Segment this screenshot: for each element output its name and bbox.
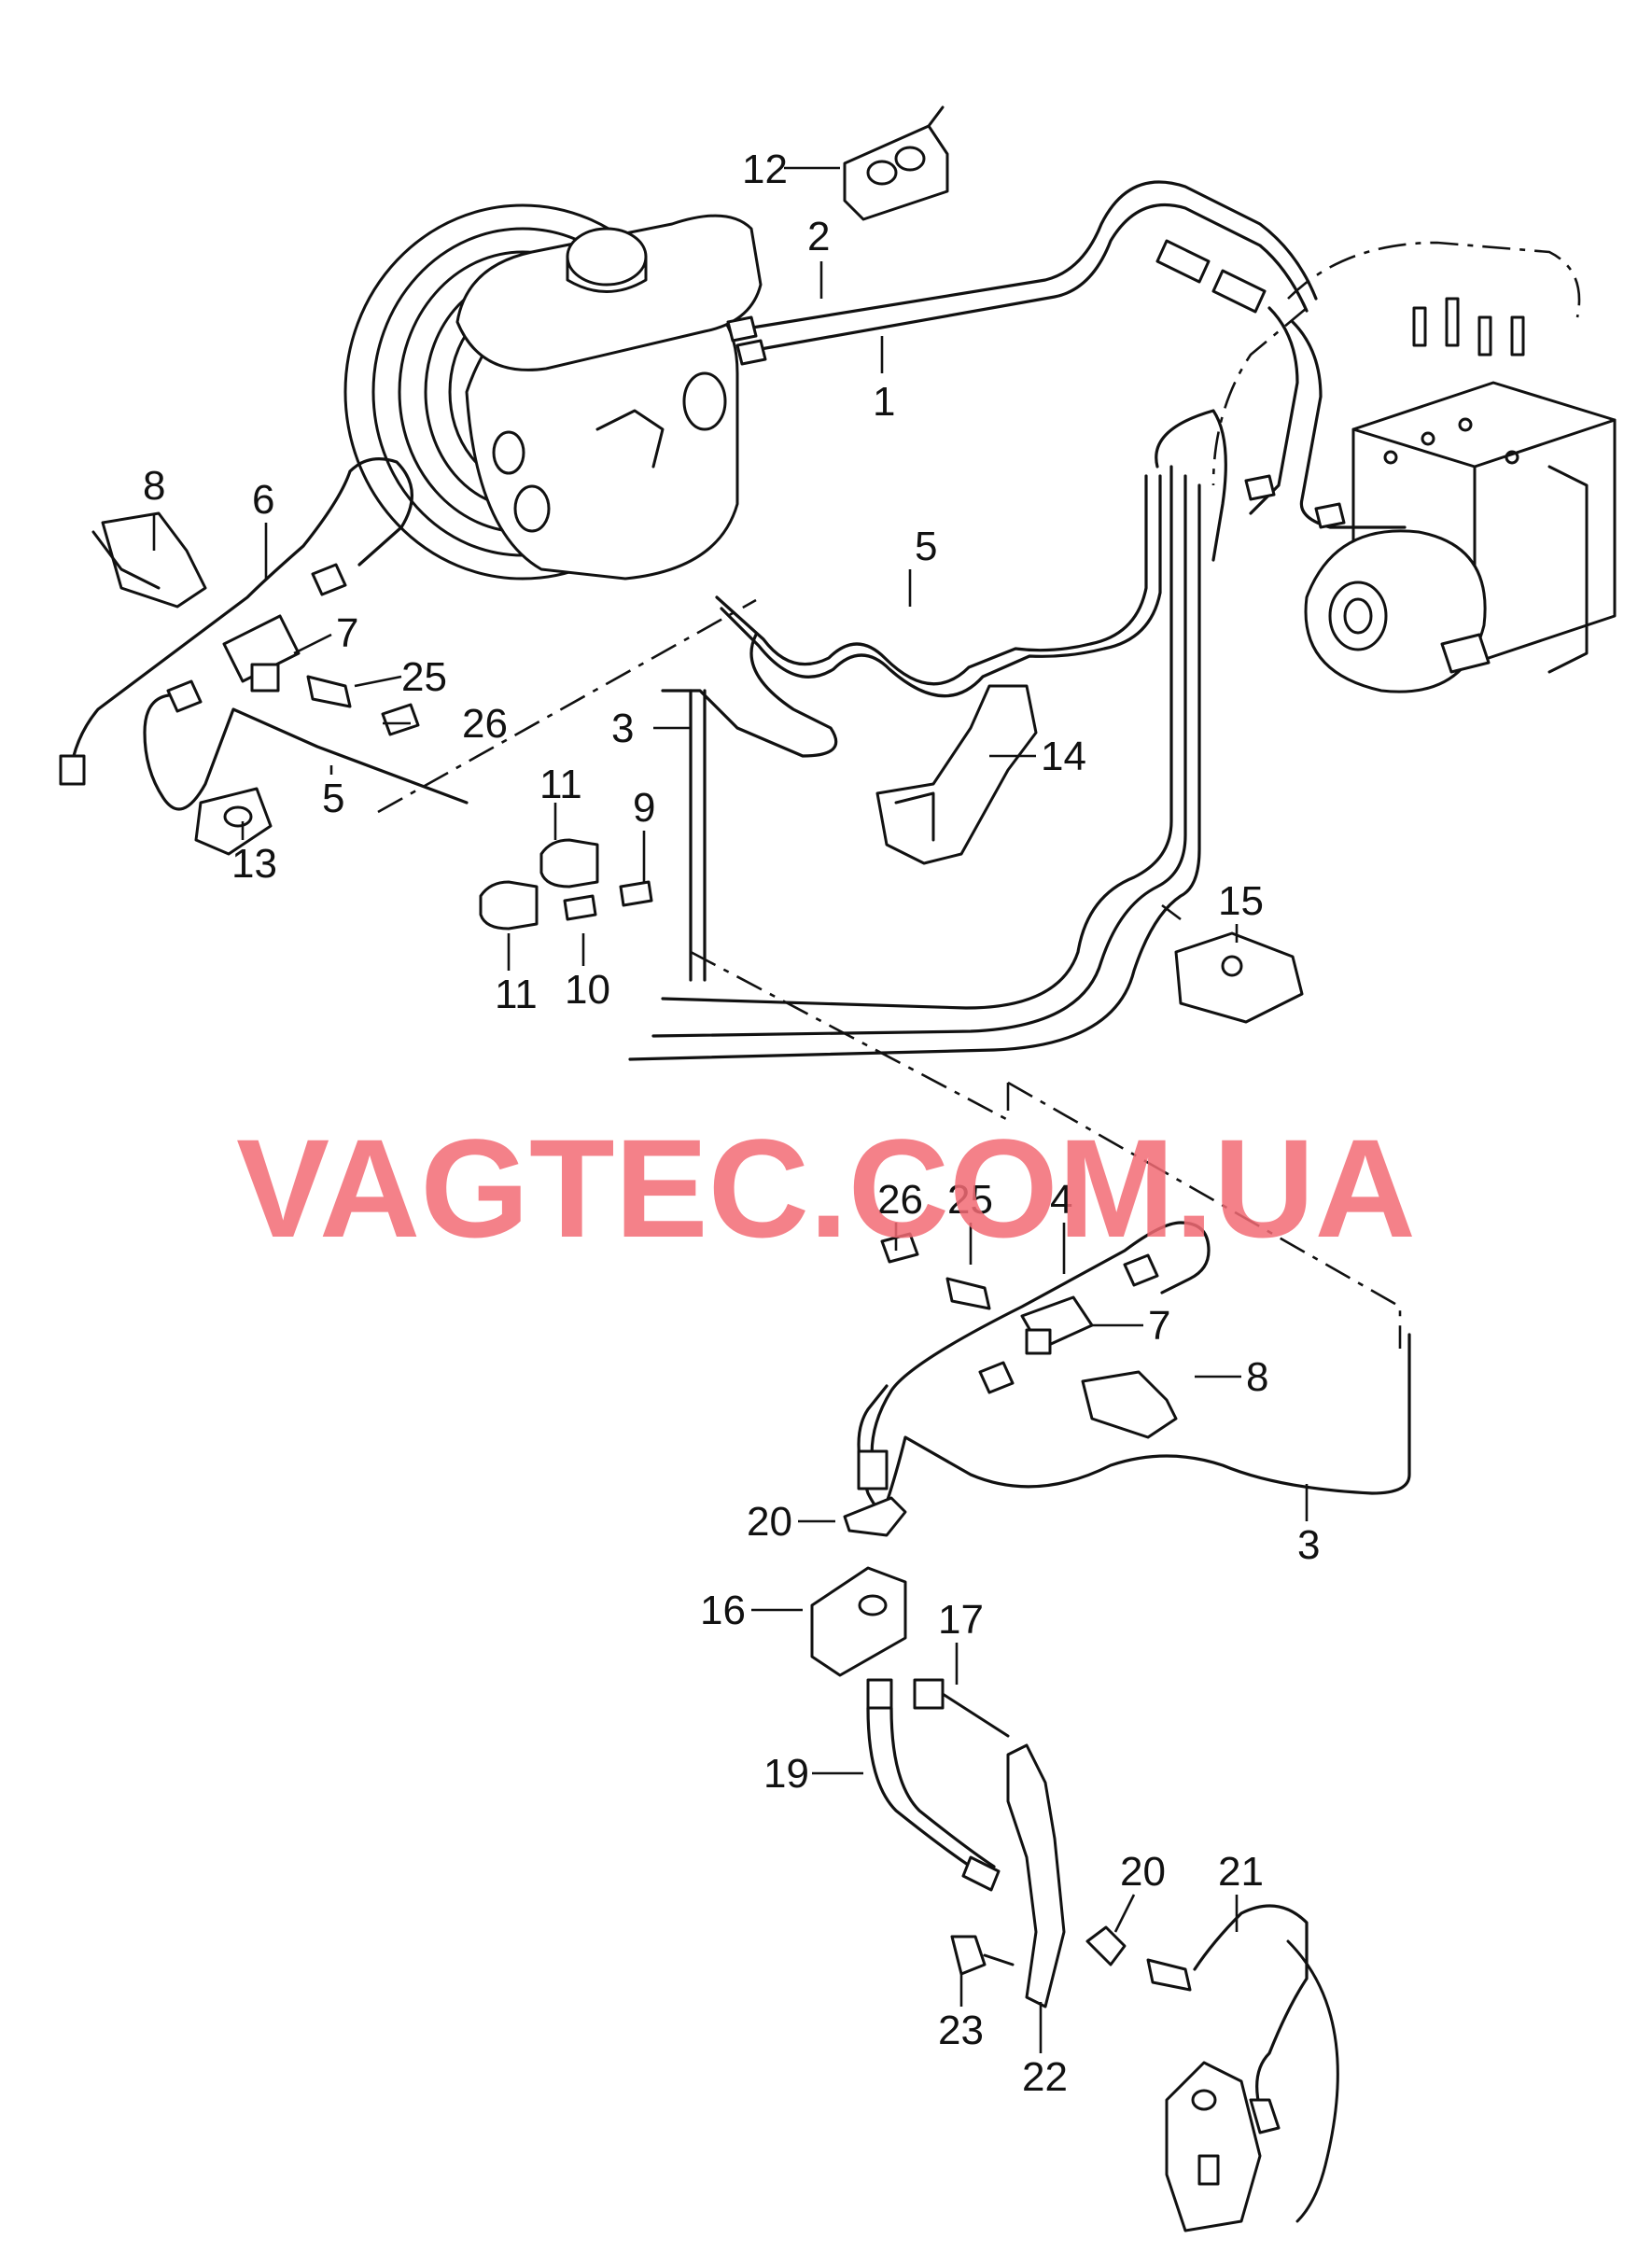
callout-19: 19 (763, 1751, 809, 1797)
callout-17: 17 (938, 1597, 984, 1643)
callout-7-upper: 7 (336, 610, 358, 656)
callout-26-upper: 26 (462, 701, 508, 747)
pipe-connector-sleeves (1155, 239, 1267, 314)
callout-25-lower: 25 (947, 1177, 993, 1223)
callout-23: 23 (938, 2008, 984, 2053)
pipe-unions-upper (563, 315, 1346, 921)
callout-7-lower: 7 (1148, 1303, 1170, 1349)
abs-hydraulic-unit (1211, 241, 1617, 693)
callout-5-left: 5 (322, 776, 344, 821)
callout-25-upper: 25 (401, 654, 447, 700)
callout-3-upper: 3 (611, 706, 634, 751)
callout-labels: 12 2 1 8 6 7 25 26 5 5 13 3 14 11 9 11 1… (143, 147, 1320, 2100)
callout-14: 14 (1041, 734, 1086, 779)
brake-booster-assembly (343, 203, 763, 581)
assembly-dashed-lines (377, 598, 1402, 1349)
callout-13: 13 (231, 841, 277, 887)
callout-16: 16 (700, 1588, 746, 1633)
lower-assembly (810, 1496, 1339, 2232)
callout-11-lower: 11 (495, 972, 538, 1017)
adapter-fittings (479, 838, 599, 931)
callout-22: 22 (1022, 2054, 1068, 2100)
callout-11-upper: 11 (539, 762, 582, 807)
pipe-holder-14 (875, 684, 1038, 865)
pipe-clip-15 (1174, 931, 1304, 1024)
callout-3-lower: 3 (1297, 1522, 1320, 1568)
leader-lines (152, 166, 1309, 2053)
callout-26-lower: 26 (877, 1177, 923, 1223)
callout-8-upper: 8 (143, 463, 165, 509)
right-front-branch (857, 1221, 1411, 1512)
callout-15: 15 (1218, 878, 1264, 924)
callout-12: 12 (742, 147, 788, 192)
callout-20-upper: 20 (747, 1499, 792, 1545)
callout-6: 6 (252, 477, 274, 523)
watermark-text: VAGTEC.COM.UA (236, 1110, 1416, 1266)
callout-2: 2 (807, 214, 830, 259)
callout-21: 21 (1218, 1849, 1264, 1895)
callout-9: 9 (633, 785, 655, 831)
callout-20-lower: 20 (1120, 1849, 1166, 1895)
left-front-branch (59, 457, 469, 856)
callout-1: 1 (873, 379, 895, 425)
callout-8-lower: 8 (1246, 1354, 1268, 1400)
brake-pipes-upper (628, 180, 1407, 1061)
callout-10: 10 (565, 967, 610, 1013)
pipe-clip-12 (843, 105, 949, 221)
callout-5-upper: 5 (915, 524, 937, 569)
callout-4: 4 (1050, 1177, 1072, 1223)
